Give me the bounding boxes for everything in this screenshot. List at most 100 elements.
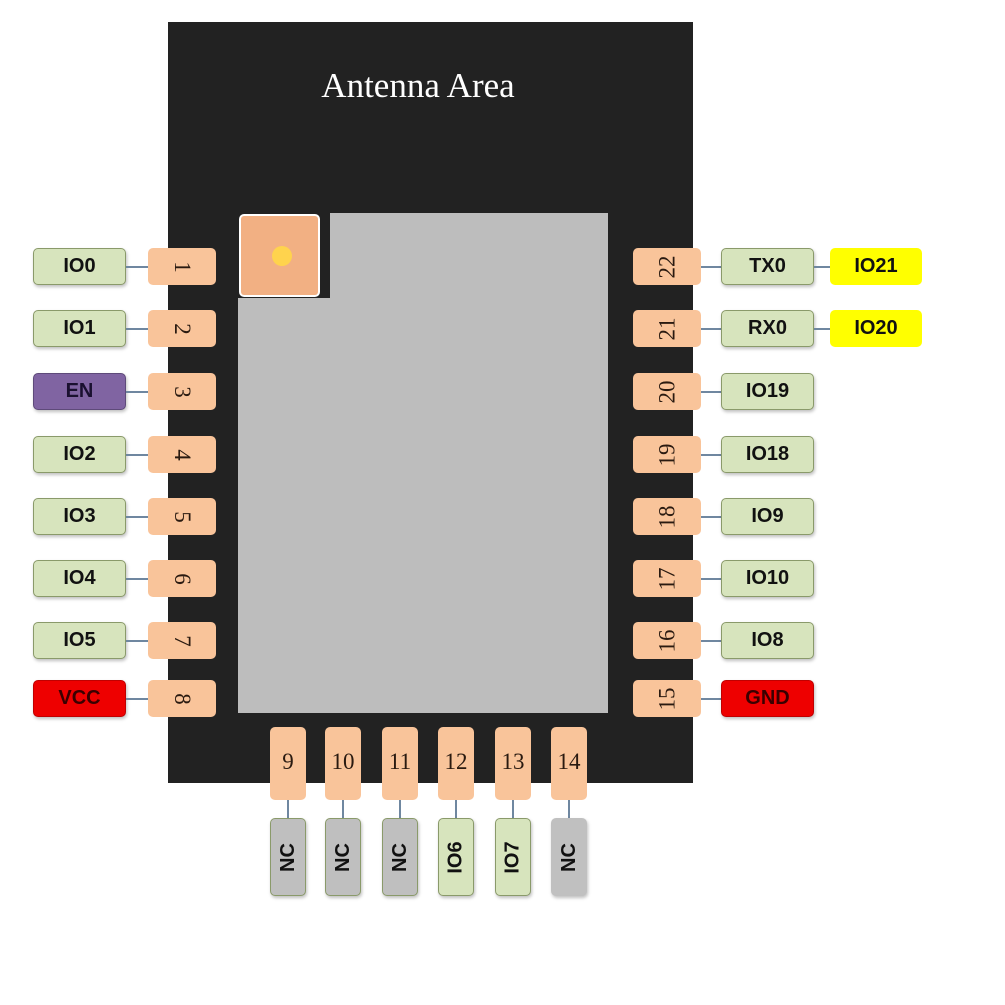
- bottom-pin-label: NC: [270, 818, 306, 896]
- bottom-pin-label: IO6: [438, 818, 474, 896]
- connector-line: [701, 698, 721, 700]
- alt-function-label: IO20: [830, 310, 922, 347]
- left-pin-label-text: IO2: [63, 443, 96, 465]
- bottom-pin-label-text: IO6: [444, 840, 467, 874]
- pin-pad-text: 6: [170, 572, 195, 585]
- right-pin-label: IO8: [721, 622, 814, 659]
- pin-pad: 4: [148, 436, 216, 473]
- connector-line: [701, 578, 721, 580]
- left-pin-label-text: IO5: [63, 629, 96, 651]
- pin-pad-text: 2: [170, 322, 195, 335]
- left-pin-label-text: VCC: [58, 687, 101, 709]
- right-pin-label-text: IO19: [745, 380, 790, 402]
- alt-function-label-text: IO21: [854, 255, 898, 277]
- connector-line: [814, 328, 830, 330]
- right-pin-label: TX0: [721, 248, 814, 285]
- connector-line: [568, 800, 570, 818]
- pin-pad: 15: [633, 680, 701, 717]
- alt-function-label-text: IO20: [854, 317, 898, 339]
- left-pin-label: IO3: [33, 498, 126, 535]
- pin-pad: 8: [148, 680, 216, 717]
- bottom-pin-label-text: NC: [276, 842, 299, 872]
- alt-function-label: IO21: [830, 248, 922, 285]
- connector-line: [126, 391, 148, 393]
- antenna-area-label: Antenna Area: [321, 66, 515, 105]
- left-pin-label: IO4: [33, 560, 126, 597]
- connector-line: [455, 800, 457, 818]
- pin-pad: 7: [148, 622, 216, 659]
- connector-line: [399, 800, 401, 818]
- bottom-pin-label-text: NC: [331, 842, 354, 872]
- bottom-pin-label: NC: [551, 818, 587, 896]
- connector-line: [126, 698, 148, 700]
- pin-pad: 20: [633, 373, 701, 410]
- connector-line: [126, 328, 148, 330]
- pin-pad: 13: [495, 727, 531, 800]
- pin-pad: 5: [148, 498, 216, 535]
- connector-line: [126, 266, 148, 268]
- pin-pad: 16: [633, 622, 701, 659]
- right-pin-label-text: IO9: [751, 505, 784, 527]
- left-pin-label-text: EN: [65, 380, 94, 402]
- bottom-pin-label-text: NC: [388, 842, 411, 872]
- right-pin-label-text: IO18: [745, 443, 790, 465]
- connector-line: [287, 800, 289, 818]
- left-pin-label-text: IO4: [63, 567, 96, 589]
- right-pin-label: IO19: [721, 373, 814, 410]
- connector-line: [701, 328, 721, 330]
- pin-pad-text: 9: [282, 749, 294, 774]
- connector-line: [126, 640, 148, 642]
- connector-line: [126, 516, 148, 518]
- right-pin-label: IO10: [721, 560, 814, 597]
- pin-pad: 18: [633, 498, 701, 535]
- right-pin-label: RX0: [721, 310, 814, 347]
- left-pin-label: IO1: [33, 310, 126, 347]
- pin-pad: 21: [633, 310, 701, 347]
- left-pin-label-text: IO0: [63, 255, 96, 277]
- pin-pad: 6: [148, 560, 216, 597]
- connector-line: [701, 516, 721, 518]
- pin-pad-text: 22: [654, 255, 679, 278]
- pin-pad-text: 15: [654, 687, 679, 710]
- connector-line: [512, 800, 514, 818]
- pin-pad-text: 21: [654, 317, 679, 340]
- left-pin-label-text: IO1: [63, 317, 96, 339]
- left-pin-label: VCC: [33, 680, 126, 717]
- right-pin-label-text: IO10: [745, 567, 790, 589]
- pin-pad: 1: [148, 248, 216, 285]
- left-pin-label: IO0: [33, 248, 126, 285]
- pin-pad: 11: [382, 727, 418, 800]
- bottom-pin-label: NC: [382, 818, 418, 896]
- pin-pad-text: 1: [170, 260, 195, 273]
- bottom-pin-label: NC: [325, 818, 361, 896]
- pin-pad: 2: [148, 310, 216, 347]
- pin-pad: 10: [325, 727, 361, 800]
- pin-pad-text: 17: [654, 567, 679, 590]
- pin-pad: 19: [633, 436, 701, 473]
- pin-pad-text: 14: [557, 749, 581, 774]
- pin-pad-text: 5: [170, 510, 195, 523]
- right-pin-label-text: GND: [745, 687, 790, 709]
- pin-pad-text: 20: [654, 380, 679, 403]
- connector-line: [701, 454, 721, 456]
- pin-pad-text: 11: [388, 749, 412, 774]
- right-pin-label: GND: [721, 680, 814, 717]
- right-pin-label-text: IO8: [751, 629, 784, 651]
- right-pin-label-text: RX0: [748, 317, 787, 339]
- pin-pad: 22: [633, 248, 701, 285]
- pin-pad-text: 10: [331, 749, 355, 774]
- pin-pad: 17: [633, 560, 701, 597]
- bottom-pin-label: IO7: [495, 818, 531, 896]
- connector-line: [701, 640, 721, 642]
- pin-pad-text: 4: [170, 448, 195, 461]
- pin-pad-text: 13: [501, 749, 525, 774]
- connector-line: [701, 266, 721, 268]
- bottom-pin-label-text: IO7: [501, 840, 524, 874]
- connector-line: [814, 266, 830, 268]
- right-pin-label-text: TX0: [749, 255, 786, 277]
- pin-pad-text: 3: [170, 385, 195, 398]
- pin-pad-text: 12: [444, 749, 468, 774]
- pin-pad: 3: [148, 373, 216, 410]
- pin-pad-text: 7: [170, 634, 195, 647]
- connector-line: [701, 391, 721, 393]
